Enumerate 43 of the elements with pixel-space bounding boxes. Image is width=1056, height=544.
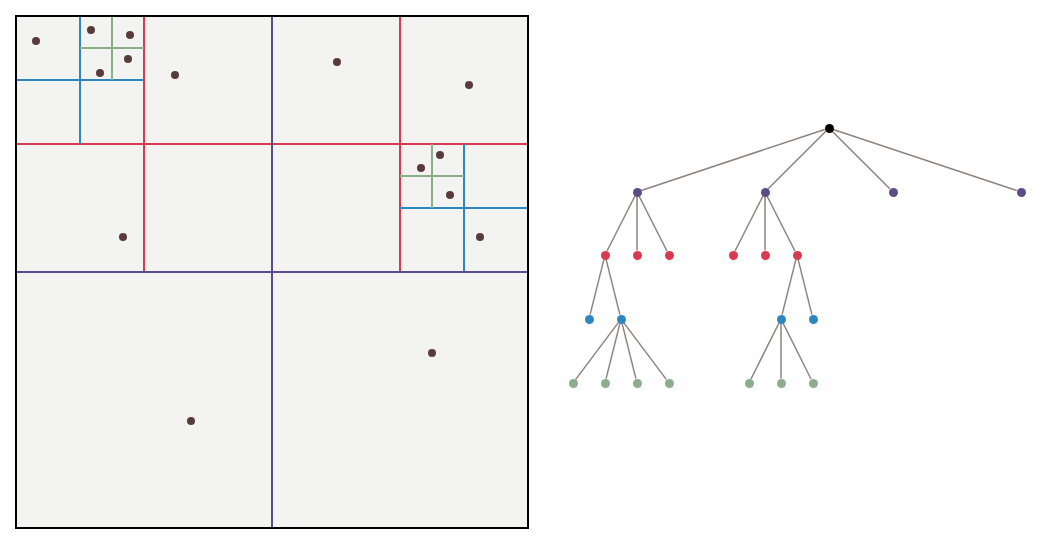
tree-node xyxy=(616,314,626,324)
tree-node xyxy=(632,378,642,388)
tree-edge xyxy=(622,321,668,381)
tree-edge xyxy=(764,195,766,252)
tree-edge xyxy=(797,258,813,316)
tree-node xyxy=(584,314,594,324)
tree-edge xyxy=(638,195,668,252)
tree-node xyxy=(744,378,754,388)
tree-node xyxy=(632,187,642,197)
tree-edge xyxy=(621,322,637,380)
tree-node xyxy=(664,250,674,260)
tree-edge xyxy=(766,195,796,252)
tree-edge xyxy=(780,322,782,380)
tree-node xyxy=(600,250,610,260)
tree-node xyxy=(792,250,802,260)
tree-node xyxy=(760,187,770,197)
tree-node xyxy=(824,123,834,133)
tree-edge xyxy=(574,321,620,381)
tree-node xyxy=(632,250,642,260)
tree-edge xyxy=(831,130,891,190)
tree-edge xyxy=(767,130,827,190)
tree-edge xyxy=(589,258,605,316)
tree-edge xyxy=(606,195,636,252)
tree-node xyxy=(808,378,818,388)
tree-edge xyxy=(781,258,797,316)
tree-node xyxy=(776,314,786,324)
tree-edge xyxy=(750,322,780,380)
tree-edge xyxy=(734,195,764,252)
tree-edge xyxy=(782,322,812,380)
tree-node xyxy=(1016,187,1026,197)
tree-node xyxy=(600,378,610,388)
tree-edge xyxy=(605,258,621,316)
tree-node xyxy=(664,378,674,388)
tree-edge xyxy=(605,322,621,380)
tree-node xyxy=(728,250,738,260)
tree-node xyxy=(760,250,770,260)
tree-node xyxy=(808,314,818,324)
tree-edge xyxy=(832,128,1018,192)
tree-node xyxy=(776,378,786,388)
tree-edge xyxy=(636,195,638,252)
tree-node xyxy=(568,378,578,388)
tree-node xyxy=(888,187,898,197)
tree-edge xyxy=(640,128,826,192)
